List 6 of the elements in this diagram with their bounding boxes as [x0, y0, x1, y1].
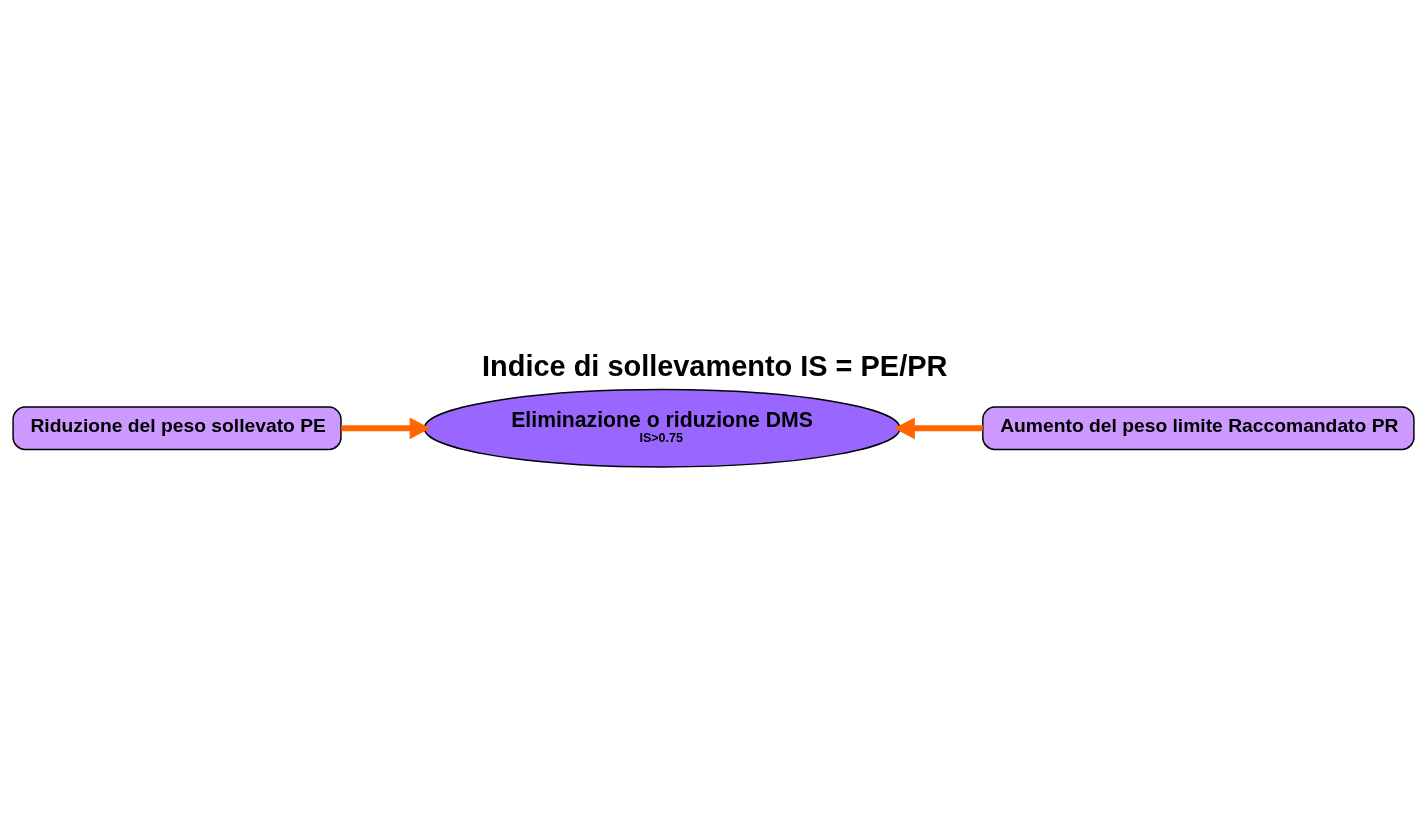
arrow: [894, 416, 983, 439]
node-ellipse: Eliminazione o riduzione DMS IS>0.75: [423, 388, 901, 468]
node-box: Riduzione del peso sollevato PE: [12, 405, 342, 450]
diagram-title: Indice di sollevamento IS = PE/PR: [482, 349, 948, 382]
arrow: [341, 416, 431, 439]
node-box: Aumento del peso limite Raccomandato PR: [982, 405, 1415, 450]
